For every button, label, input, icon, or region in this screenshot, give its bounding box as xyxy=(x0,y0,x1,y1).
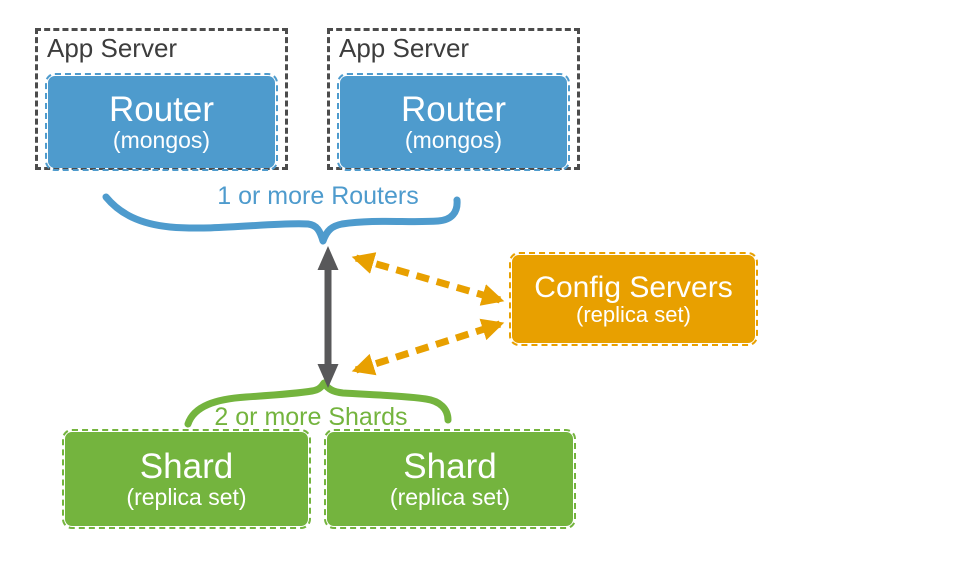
app-server-label: App Server xyxy=(339,33,470,63)
router-subtitle: (mongos) xyxy=(112,127,211,154)
arrowhead-up-icon xyxy=(317,246,339,270)
shard-node: Shard (replica set) xyxy=(324,429,576,529)
app-server-box: App Server Router (mongos) xyxy=(35,28,288,171)
router-node: Router (mongos) xyxy=(337,73,570,171)
router-config-arrow xyxy=(351,252,505,306)
config-servers-node: Config Servers (replica set) xyxy=(509,252,758,346)
router-title: Router xyxy=(400,89,507,129)
router-subtitle: (mongos) xyxy=(404,127,503,154)
app-server-label: App Server xyxy=(47,33,178,63)
arrowhead-down-icon xyxy=(317,364,339,388)
shards-brace-label: 2 or more Shards xyxy=(214,403,408,431)
shard-subtitle: (replica set) xyxy=(389,484,511,511)
shard-title: Shard xyxy=(403,446,497,486)
app-server-box: App Server Router (mongos) xyxy=(327,28,580,171)
shard-config-arrow xyxy=(351,318,505,376)
shard-title: Shard xyxy=(139,446,234,486)
router-node: Router (mongos) xyxy=(45,73,278,171)
router-shard-arrow xyxy=(317,246,339,388)
shard-subtitle: (replica set) xyxy=(126,484,247,511)
config-servers-title: Config Servers xyxy=(534,270,733,304)
shard-node: Shard (replica set) xyxy=(62,429,311,529)
router-title: Router xyxy=(108,89,215,129)
routers-brace-label: 1 or more Routers xyxy=(217,182,419,210)
config-servers-subtitle: (replica set) xyxy=(576,302,691,328)
